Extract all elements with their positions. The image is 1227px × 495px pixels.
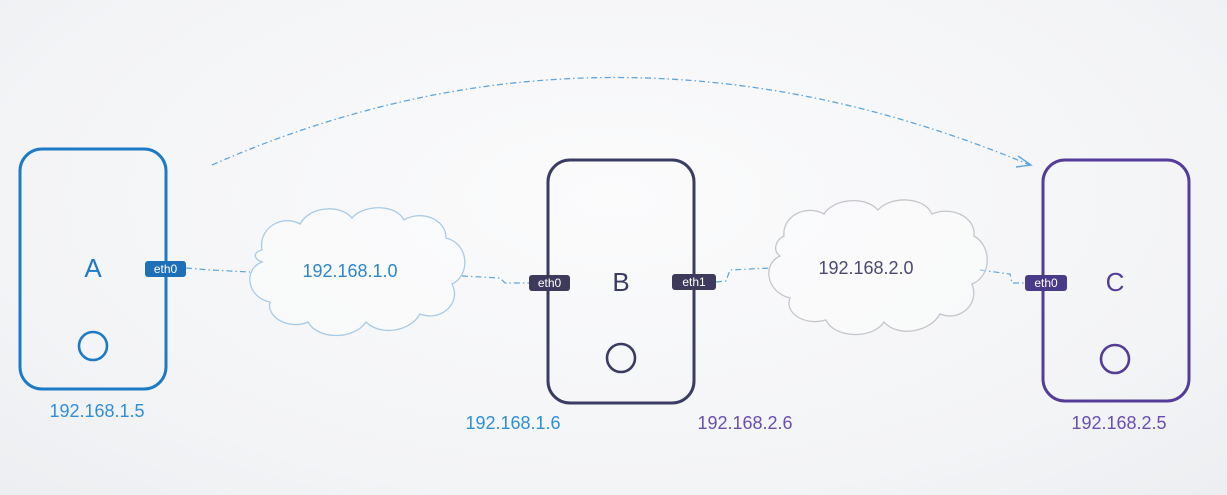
link-net1-b [461, 275, 530, 284]
host-c-ip: 192.168.2.5 [1071, 413, 1166, 433]
network-cloud-1 [249, 207, 466, 336]
link-a-net1 [185, 267, 251, 273]
host-b-eth1-label: eth1 [682, 275, 706, 289]
host-a-eth0-label: eth0 [154, 262, 178, 276]
network-2-label: 192.168.2.0 [818, 258, 913, 278]
host-b-eth0-ip: 192.168.1.6 [465, 413, 560, 433]
link-b-net2 [715, 267, 771, 283]
network-cloud-2 [768, 199, 988, 336]
host-b-eth1-port [672, 274, 716, 290]
route-arc-a-to-c [211, 76, 1031, 166]
host-b-eth0-label: eth0 [538, 276, 562, 290]
host-c-eth0-label: eth0 [1034, 276, 1058, 290]
route-arc-arrowhead [1015, 155, 1033, 168]
link-net2-c [979, 269, 1025, 284]
host-b-label: B [612, 267, 629, 297]
host-a-ip: 192.168.1.5 [49, 401, 144, 421]
host-c-indicator-icon [1099, 343, 1131, 375]
host-a-label: A [84, 253, 102, 283]
host-a-eth0-port [145, 261, 186, 277]
host-b-eth1-ip: 192.168.2.6 [697, 413, 792, 433]
host-b-indicator-icon [605, 342, 637, 374]
host-c-eth0-port [1025, 275, 1067, 291]
host-b-eth0-port [529, 275, 570, 291]
host-a-indicator-icon [77, 330, 109, 362]
network-1-label: 192.168.1.0 [302, 261, 397, 281]
host-c-label: C [1106, 267, 1125, 297]
